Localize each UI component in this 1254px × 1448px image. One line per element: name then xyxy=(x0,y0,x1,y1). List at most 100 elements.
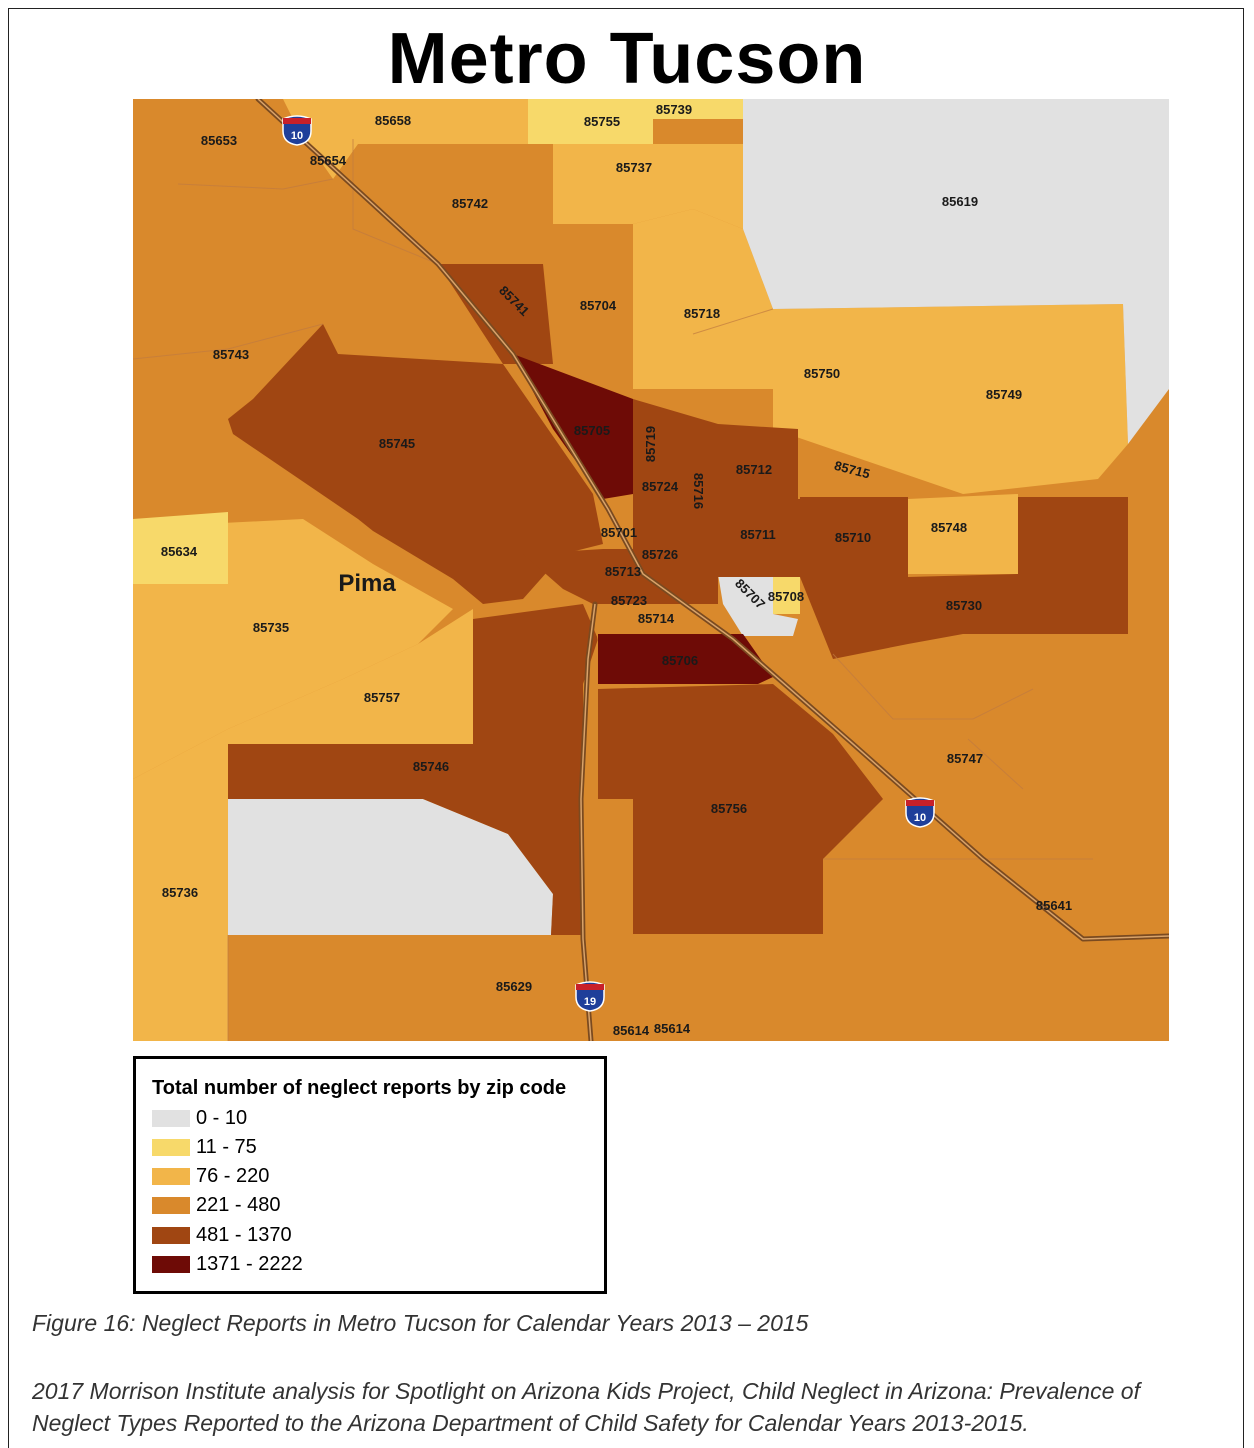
zip-area-85730 xyxy=(800,497,1128,659)
zip-label: 85748 xyxy=(931,520,967,535)
class-11-75-regions xyxy=(133,99,800,614)
legend-swatch xyxy=(152,1109,190,1127)
place-label-pima: Pima xyxy=(338,570,396,597)
zip-label: 85735 xyxy=(253,620,289,635)
legend-item: 76 - 220 xyxy=(152,1165,269,1187)
legend-swatch xyxy=(152,1196,190,1214)
zip-label: 85708 xyxy=(768,589,804,604)
zip-label: 85749 xyxy=(986,387,1022,402)
zip-label: 85718 xyxy=(684,306,720,321)
class-481-1370-regions xyxy=(228,264,1128,935)
zip-label: 85658 xyxy=(375,113,411,128)
zip-label: 85701 xyxy=(601,525,637,540)
zip-label: 85747 xyxy=(947,751,983,766)
class-76-220-regions xyxy=(133,99,1128,1041)
figure-source: 2017 Morrison Institute analysis for Spo… xyxy=(32,1378,1140,1436)
zip-label: 85755 xyxy=(584,114,620,129)
legend-item: 481 - 1370 xyxy=(152,1224,292,1246)
zip-label: 85742 xyxy=(452,196,488,211)
zip-area-85708 xyxy=(773,577,800,614)
class-1371-2222-regions xyxy=(513,354,773,684)
zip-area-85711 xyxy=(718,499,800,577)
zip-label: 85719 xyxy=(643,426,658,462)
zip-area-85745 xyxy=(228,324,603,604)
zip-label: 85710 xyxy=(835,530,871,545)
zip-label: 85654 xyxy=(310,153,347,168)
zip-label: 85746 xyxy=(413,759,449,774)
zip-label: 85750 xyxy=(804,366,840,381)
zip-label: 85757 xyxy=(364,690,400,705)
legend-swatch xyxy=(152,1138,190,1156)
legend-label: 221 - 480 xyxy=(196,1193,281,1216)
legend-swatch xyxy=(152,1167,190,1185)
zip-area-85756 xyxy=(598,684,883,934)
zip-area-85746 xyxy=(228,604,598,935)
zip-label: 85723 xyxy=(611,593,647,608)
zip-area-85750-85749 xyxy=(773,304,1128,494)
interstate-10-shield-south: 10 xyxy=(905,797,935,828)
zip-label: 85724 xyxy=(642,479,679,494)
zip-area-south-unpopulated xyxy=(228,799,553,935)
zip-label: 85704 xyxy=(580,298,617,313)
zip-label: 85745 xyxy=(379,436,415,451)
zip-label: 85705 xyxy=(574,423,610,438)
legend-label: 11 - 75 xyxy=(196,1135,257,1158)
map-title: Metro Tucson xyxy=(387,19,867,99)
zip-label: 85726 xyxy=(642,547,678,562)
zip-area-85710 xyxy=(800,497,908,577)
zip-label: 85619 xyxy=(942,194,978,209)
legend-swatch xyxy=(152,1226,190,1244)
map-legend: Total number of neglect reports by zip c… xyxy=(133,1056,607,1294)
zip-area-85658 xyxy=(283,99,528,179)
figure-frame xyxy=(8,8,1244,1448)
zip-boundaries xyxy=(133,139,1093,1041)
highway-centerlines xyxy=(257,99,1169,1041)
choropleth-map: 10 10 19 Pima 85653 85658 85755 85739 85… xyxy=(133,99,1169,1041)
highway-number: 10 xyxy=(914,812,926,824)
zip-label: 85716 xyxy=(691,473,706,509)
zip-label: 85634 xyxy=(161,544,198,559)
legend-label: 0 - 10 xyxy=(196,1106,248,1129)
zip-label: 85629 xyxy=(496,979,532,994)
legend-label: 481 - 1370 xyxy=(196,1223,292,1246)
zip-area-85737 xyxy=(553,144,743,229)
zip-area-85705 xyxy=(513,354,633,499)
zip-area-85706 xyxy=(598,634,773,684)
legend-item: 1371 - 2222 xyxy=(152,1253,303,1275)
zip-label: 85614 xyxy=(613,1023,650,1038)
zip-area-85707 xyxy=(718,569,798,636)
zip-label: 85730 xyxy=(946,598,982,613)
zip-area-85736 xyxy=(133,729,228,1041)
zip-label: 85736 xyxy=(162,885,198,900)
zip-area-85741 xyxy=(438,264,553,364)
zip-area-85634 xyxy=(133,512,228,584)
legend-label: 76 - 220 xyxy=(196,1164,270,1187)
class-0-10-regions xyxy=(228,99,1169,935)
legend-swatch xyxy=(152,1255,190,1273)
legend-label: 1371 - 2222 xyxy=(196,1252,303,1275)
zip-area-85712 xyxy=(718,424,798,499)
legend-title: Total number of neglect reports by zip c… xyxy=(152,1077,567,1099)
zip-label: 85712 xyxy=(736,462,772,477)
zip-label: 85614 xyxy=(654,1021,691,1036)
legend-item: 221 - 480 xyxy=(152,1194,281,1216)
zip-area-85755 xyxy=(528,99,743,144)
zip-label: 85713 xyxy=(605,564,641,579)
zip-label: 85737 xyxy=(616,160,652,175)
zip-label: 85756 xyxy=(711,801,747,816)
zip-label: 85743 xyxy=(213,347,249,362)
zip-area-85748 xyxy=(908,494,1018,574)
legend-item: 11 - 75 xyxy=(152,1136,257,1158)
interstate-10-shield-north: 10 xyxy=(282,115,312,146)
zip-label: 85641 xyxy=(1036,898,1072,913)
zip-code-labels: 85653 85658 85755 85739 85654 85737 8561… xyxy=(161,102,1072,1038)
highway-number: 10 xyxy=(291,130,303,142)
zip-label: 85706 xyxy=(662,653,698,668)
zip-label: 85653 xyxy=(201,133,237,148)
zip-area-85619 xyxy=(743,99,1169,444)
highway-number: 19 xyxy=(584,996,596,1008)
interstate-19-shield: 19 xyxy=(575,981,605,1012)
zip-area-85718 xyxy=(633,209,773,389)
zip-label: 85711 xyxy=(740,527,775,542)
zip-area-85757 xyxy=(228,609,473,744)
